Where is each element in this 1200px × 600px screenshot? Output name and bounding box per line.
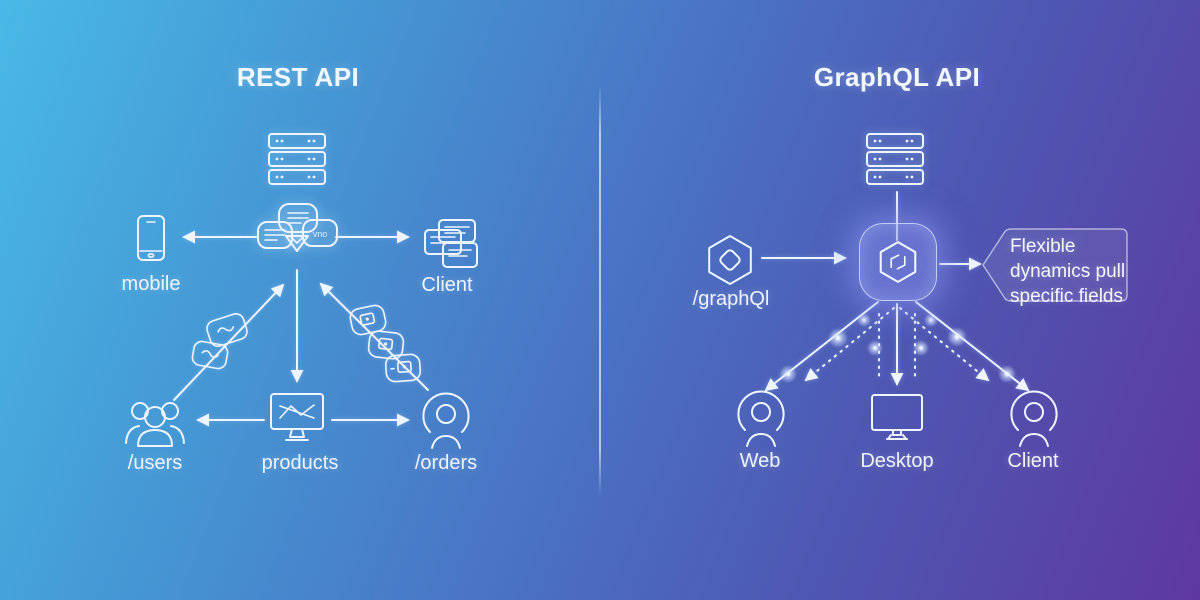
rest-arrows xyxy=(173,230,429,427)
users-label: /users xyxy=(127,452,183,474)
graphql-client-person-icon xyxy=(1010,390,1058,447)
graphql-endpoint-hexagon-icon xyxy=(708,235,752,285)
graphql-api-title: GraphQL API xyxy=(813,62,981,92)
rest-server-icon xyxy=(268,133,326,185)
graphql-server-icon xyxy=(866,133,924,185)
products-monitor-icon xyxy=(270,393,324,441)
desktop-monitor-icon xyxy=(871,394,923,440)
desktop-label: Desktop xyxy=(860,450,934,472)
graphql-gateway-node xyxy=(859,223,937,301)
callout-line-3: specific fields xyxy=(1010,286,1123,307)
callout-text: Flexible dynamics pull specific fields xyxy=(1010,234,1140,309)
rest-hub-bubbles-icon: vno xyxy=(257,203,338,252)
response-chip-icon xyxy=(367,330,405,360)
response-chip-icon xyxy=(384,353,422,383)
products-label: products xyxy=(261,452,339,474)
graphql-client-label: Client xyxy=(1007,450,1059,472)
request-chip-icon xyxy=(206,313,248,347)
mobile-label: mobile xyxy=(121,273,181,295)
web-label: Web xyxy=(739,450,781,472)
callout-line-2: dynamics pull xyxy=(1010,261,1126,282)
response-chip-icon xyxy=(349,304,387,336)
rest-api-title: REST API xyxy=(236,62,360,92)
rest-client-label: Client xyxy=(421,274,473,296)
users-group-icon xyxy=(125,402,185,447)
graphql-endpoint-label: /graphQl xyxy=(692,288,770,310)
client-cards-icon xyxy=(424,219,478,268)
hub-bubble-text: vno xyxy=(313,229,328,239)
callout-bubble xyxy=(982,228,1128,302)
callout-line-1: Flexible xyxy=(1010,236,1076,257)
graphql-node-hexagon-icon xyxy=(879,241,917,283)
orders-label: /orders xyxy=(414,452,478,474)
mobile-phone-icon xyxy=(137,215,165,261)
request-chip-icon xyxy=(191,340,229,370)
orders-person-icon xyxy=(422,392,470,449)
web-person-icon xyxy=(737,390,785,447)
panel-divider xyxy=(599,85,601,497)
glow-particles xyxy=(779,313,1016,383)
